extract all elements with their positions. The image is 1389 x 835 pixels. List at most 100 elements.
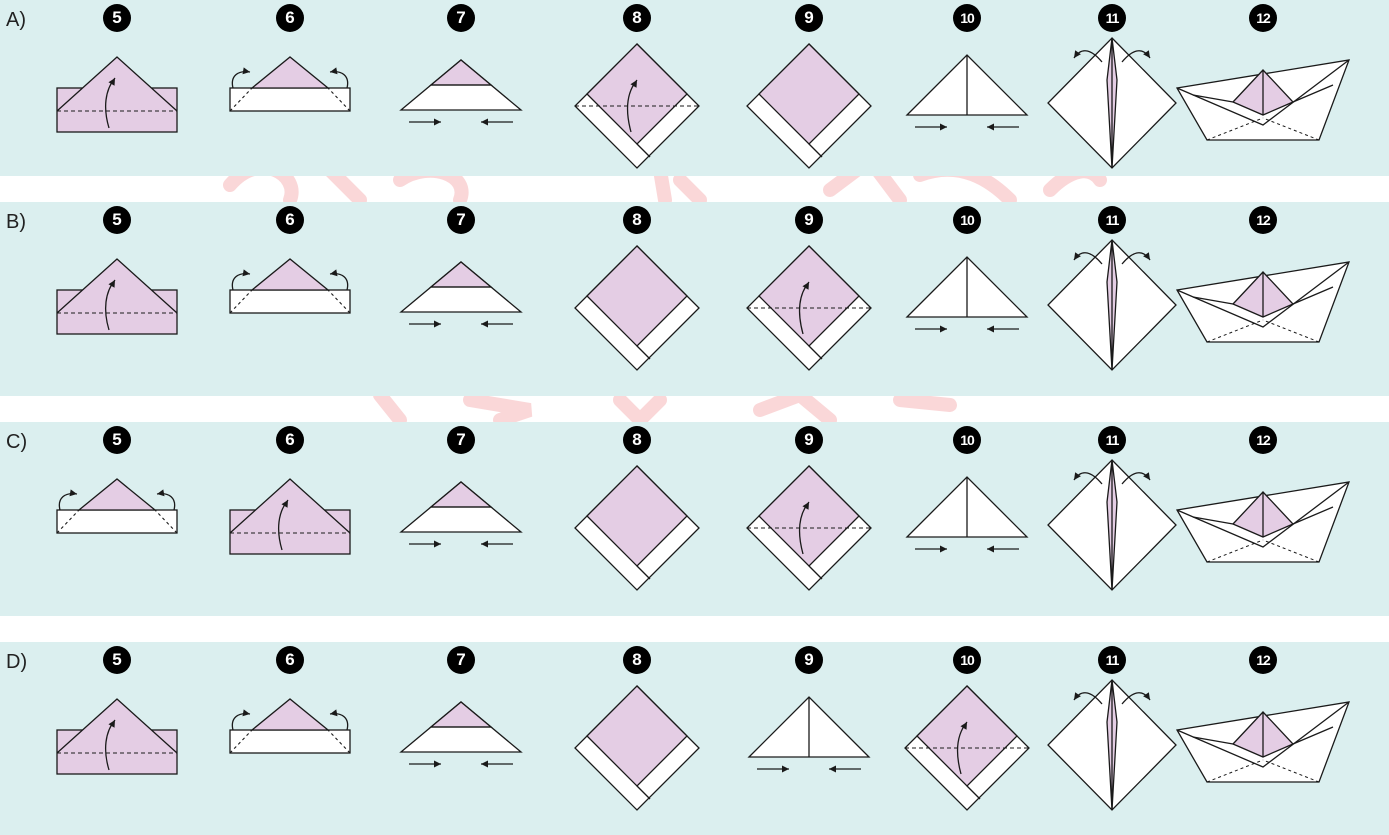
figure-shapes xyxy=(907,477,1027,553)
boat-figure xyxy=(1173,682,1353,812)
figure-shapes xyxy=(907,257,1027,333)
option-label: B) xyxy=(6,212,26,232)
diamond-folded-figure xyxy=(547,242,727,372)
figure-shapes xyxy=(230,57,350,111)
flaps-fold-back-figure xyxy=(200,40,380,170)
figure-shapes xyxy=(907,55,1027,131)
arrow-head xyxy=(782,766,789,773)
boat-figure xyxy=(1173,462,1353,592)
arrow-head xyxy=(434,541,441,548)
step-number-badge: 11 xyxy=(1098,206,1126,234)
diamond-folded-figure xyxy=(719,40,899,170)
arrow-head xyxy=(481,541,488,548)
triangle-push-in-figure xyxy=(371,682,551,812)
step-number-badge: 6 xyxy=(276,646,304,674)
figure-shapes xyxy=(57,479,177,533)
arrow-head xyxy=(940,124,947,131)
figure-shapes xyxy=(747,466,871,590)
figure-shapes xyxy=(230,479,350,554)
figure-shapes xyxy=(1048,460,1176,590)
diamond-fold-up-figure xyxy=(719,462,899,592)
figure-shapes xyxy=(575,466,699,590)
step-number-badge: 10 xyxy=(953,4,981,32)
arrow-head xyxy=(157,489,165,496)
option-label: C) xyxy=(6,432,27,452)
triangle-push-in-figure xyxy=(371,462,551,592)
fold-arrow xyxy=(59,494,77,510)
arrow-head xyxy=(987,546,994,553)
step-number-badge: 8 xyxy=(623,426,651,454)
step-number-badge: 12 xyxy=(1249,206,1277,234)
figure-shapes xyxy=(1048,240,1176,370)
arrow-head xyxy=(242,709,250,716)
step-number-badge: 5 xyxy=(103,426,131,454)
arrow-head xyxy=(242,67,250,74)
rect-fold-up-figure xyxy=(200,462,380,592)
arrow-head xyxy=(481,119,488,126)
figure-shapes xyxy=(57,259,177,334)
step-number-badge: 9 xyxy=(795,426,823,454)
figure-shapes xyxy=(575,686,699,810)
figure-shapes xyxy=(401,482,521,548)
option-row: A)56789101112 xyxy=(0,0,1389,176)
triangle-push-in-figure xyxy=(371,40,551,170)
step-number-badge: 6 xyxy=(276,206,304,234)
figure-shapes xyxy=(1177,262,1349,342)
step-number-badge: 5 xyxy=(103,206,131,234)
boat-figure xyxy=(1173,242,1353,372)
figure-shapes xyxy=(575,246,699,370)
arrow-head xyxy=(829,766,836,773)
fold-arrow xyxy=(330,274,348,290)
fold-arrow xyxy=(232,274,250,290)
figure-shapes xyxy=(905,686,1029,810)
fold-arrow xyxy=(232,714,250,730)
figure-shapes xyxy=(575,44,699,168)
diamond-folded-figure xyxy=(547,462,727,592)
figure-shapes xyxy=(1177,60,1349,140)
rect-fold-up-figure xyxy=(27,682,207,812)
step-number-badge: 12 xyxy=(1249,646,1277,674)
step-number-badge: 5 xyxy=(103,646,131,674)
step-number-badge: 11 xyxy=(1098,646,1126,674)
step-number-badge: 11 xyxy=(1098,4,1126,32)
figure-shapes xyxy=(57,699,177,774)
fold-arrow xyxy=(330,714,348,730)
figure-shapes xyxy=(401,262,521,328)
flaps-fold-back-figure xyxy=(27,462,207,592)
step-number-badge: 11 xyxy=(1098,426,1126,454)
option-row: D)56789101112 xyxy=(0,642,1389,835)
figure-shapes xyxy=(230,259,350,313)
step-number-badge: 12 xyxy=(1249,426,1277,454)
step-number-badge: 7 xyxy=(447,646,475,674)
step-number-badge: 10 xyxy=(953,206,981,234)
figure-shapes xyxy=(1177,482,1349,562)
step-number-badge: 8 xyxy=(623,4,651,32)
arrow-head xyxy=(330,709,338,716)
arrow-head xyxy=(987,124,994,131)
step-number-badge: 7 xyxy=(447,4,475,32)
step-number-badge: 12 xyxy=(1249,4,1277,32)
option-label: A) xyxy=(6,10,26,30)
arrow-head xyxy=(481,321,488,328)
figure-shapes xyxy=(57,57,177,132)
flaps-fold-back-figure xyxy=(200,242,380,372)
figure-shapes xyxy=(1177,702,1349,782)
boat-figure xyxy=(1173,40,1353,170)
figure-shapes xyxy=(747,44,871,168)
arrow-head xyxy=(242,269,250,276)
step-number-badge: 10 xyxy=(953,646,981,674)
arrow-head xyxy=(940,326,947,333)
step-number-badge: 7 xyxy=(447,426,475,454)
arrow-head xyxy=(434,321,441,328)
fold-arrow xyxy=(157,494,175,510)
arrow-head xyxy=(434,761,441,768)
step-number-badge: 9 xyxy=(795,646,823,674)
step-number-badge: 5 xyxy=(103,4,131,32)
figure-shapes xyxy=(401,702,521,768)
figure-shapes xyxy=(230,699,350,753)
step-number-badge: 8 xyxy=(623,206,651,234)
arrow-head xyxy=(940,546,947,553)
figure-shapes xyxy=(1048,38,1176,168)
